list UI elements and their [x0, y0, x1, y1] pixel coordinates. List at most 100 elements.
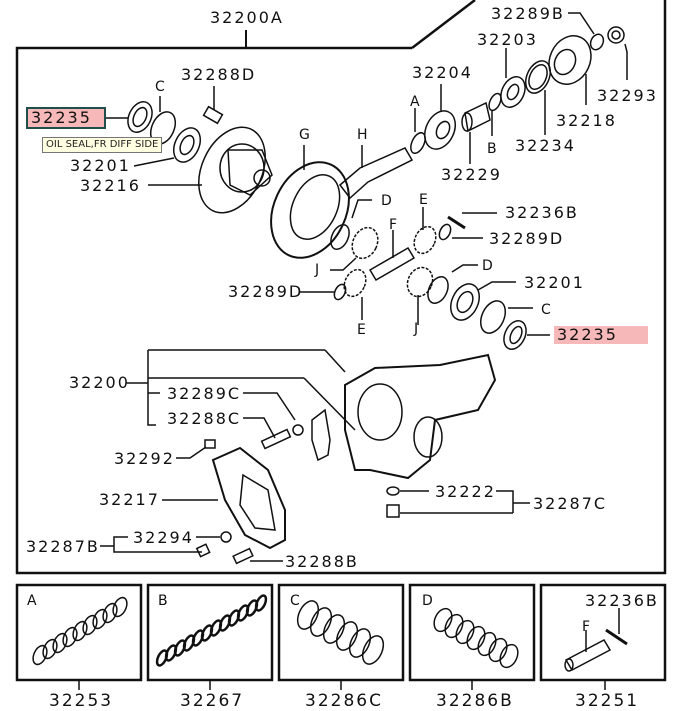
callout-32289D-right[interactable]: 32289D [489, 229, 565, 248]
callout-32203[interactable]: 32203 [477, 30, 538, 49]
callout-32289B[interactable]: 32289B [491, 4, 565, 23]
assembly-label: 32200A [210, 8, 284, 27]
ring [52, 632, 68, 654]
letter-e-lower: E [357, 322, 366, 338]
letter-j-right: J [414, 321, 419, 337]
spring-pin-32236B [447, 212, 497, 230]
pin-and-shaft-f [564, 608, 628, 672]
ring-stack-c [296, 600, 385, 665]
kit-letter-d: D [422, 593, 433, 609]
ring-stack-d [433, 607, 519, 669]
kit-box-f[interactable] [539, 583, 667, 690]
callout-32200[interactable]: 32200 [69, 373, 130, 392]
washer-32294 [196, 531, 232, 543]
washer-32289B [568, 12, 605, 51]
callout-32288B[interactable]: 32288B [285, 552, 359, 571]
letter-f: F [389, 217, 398, 233]
callout-32287B[interactable]: 32287B [26, 537, 100, 556]
ring [455, 619, 475, 645]
callout-32201-left[interactable]: 32201 [70, 156, 131, 175]
letter-d-lower: D [482, 258, 493, 274]
thrust-washer-d-lower [427, 264, 478, 304]
letter-g: G [299, 127, 310, 143]
kit-part-32286C[interactable]: 32286C [305, 691, 383, 711]
callout-32217[interactable]: 32217 [99, 490, 160, 509]
callout-32288C[interactable]: 32288C [167, 409, 242, 428]
kit-part-32286B[interactable]: 32286B [436, 691, 514, 711]
kit-box-a[interactable] [15, 583, 143, 690]
letter-j-left: J [315, 262, 320, 278]
spacer-32229 [461, 101, 491, 164]
ring [72, 620, 88, 642]
ring [112, 596, 128, 618]
ring [254, 594, 268, 612]
ring [322, 614, 346, 644]
callout-32236B[interactable]: 32236B [505, 203, 579, 222]
ring [433, 607, 453, 633]
letter-c-left: C [155, 79, 165, 95]
ring [477, 631, 497, 657]
letter-c-right: C [541, 302, 551, 318]
bearing-cap [243, 392, 331, 462]
callout-32216[interactable]: 32216 [80, 176, 141, 195]
callout-32204[interactable]: 32204 [412, 63, 473, 82]
kit-box-c[interactable] [277, 583, 405, 690]
bearing-32201-left [133, 127, 202, 167]
part-tooltip: OIL SEAL,FR DIFF SIDE [42, 137, 163, 153]
callout-32222[interactable]: 32222 [435, 482, 496, 501]
side-gear-e-left [343, 268, 367, 320]
callout-32293[interactable]: 32293 [597, 86, 658, 105]
bolt-32288D [202, 86, 224, 125]
nut-32293 [607, 26, 628, 80]
pinion-gear-j-right [406, 266, 434, 325]
ring [82, 614, 98, 636]
ring [488, 637, 508, 663]
ring [309, 607, 333, 637]
callout-32235-right[interactable]: 32235 [554, 326, 648, 344]
callout-32218[interactable]: 32218 [556, 111, 617, 130]
callout-32201-right[interactable]: 32201 [524, 273, 585, 292]
diff-case-32216 [148, 126, 273, 214]
ring-gear [270, 145, 350, 259]
bearing-32204 [424, 84, 456, 150]
main-frame [15, 0, 667, 575]
letter-a: A [410, 94, 420, 110]
plug-32287C [386, 490, 530, 518]
shim-b [488, 92, 502, 136]
callout-32229[interactable]: 32229 [441, 165, 502, 184]
ring [499, 643, 519, 669]
callout-32234[interactable]: 32234 [515, 136, 576, 155]
kit-part-32251[interactable]: 32251 [575, 691, 640, 711]
letter-b: B [487, 141, 497, 157]
callout-32289D-left[interactable]: 32289D [228, 282, 304, 301]
callout-32287C[interactable]: 32287C [533, 494, 608, 513]
kit-box-b[interactable] [146, 583, 274, 690]
ring-stack-a [32, 596, 128, 666]
kit-box-d[interactable] [408, 583, 536, 690]
pinion-gear-j-left [330, 226, 379, 271]
plug-32287B [100, 536, 211, 558]
kit-part-32253[interactable]: 32253 [49, 691, 114, 711]
kit-part-32236B[interactable]: 32236B [585, 591, 659, 610]
oil-seal-32234 [524, 60, 552, 135]
gasket-32222 [386, 486, 429, 496]
bearing-32201-right [449, 281, 516, 321]
callout-32292[interactable]: 32292 [114, 449, 175, 468]
thrust-washer-d-upper [330, 199, 372, 251]
oil-seal-left[interactable] [104, 98, 157, 136]
washer-32289D-right [438, 223, 483, 241]
kit-part-32267[interactable]: 32267 [180, 691, 245, 711]
ring [42, 638, 58, 660]
ring [444, 613, 464, 639]
callout-32289C[interactable]: 32289C [167, 384, 242, 403]
companion-flange-32218 [548, 35, 592, 105]
callout-32294[interactable]: 32294 [133, 528, 194, 547]
kit-letter-b: B [158, 593, 168, 609]
kit-letter-a: A [27, 593, 37, 609]
callout-32235-selected[interactable]: 32235 [26, 107, 106, 129]
callout-32288D[interactable]: 32288D [181, 65, 257, 84]
oil-seal-right[interactable] [500, 317, 550, 353]
washer-32289C [292, 424, 304, 436]
kit-letter-c: C [290, 593, 300, 609]
